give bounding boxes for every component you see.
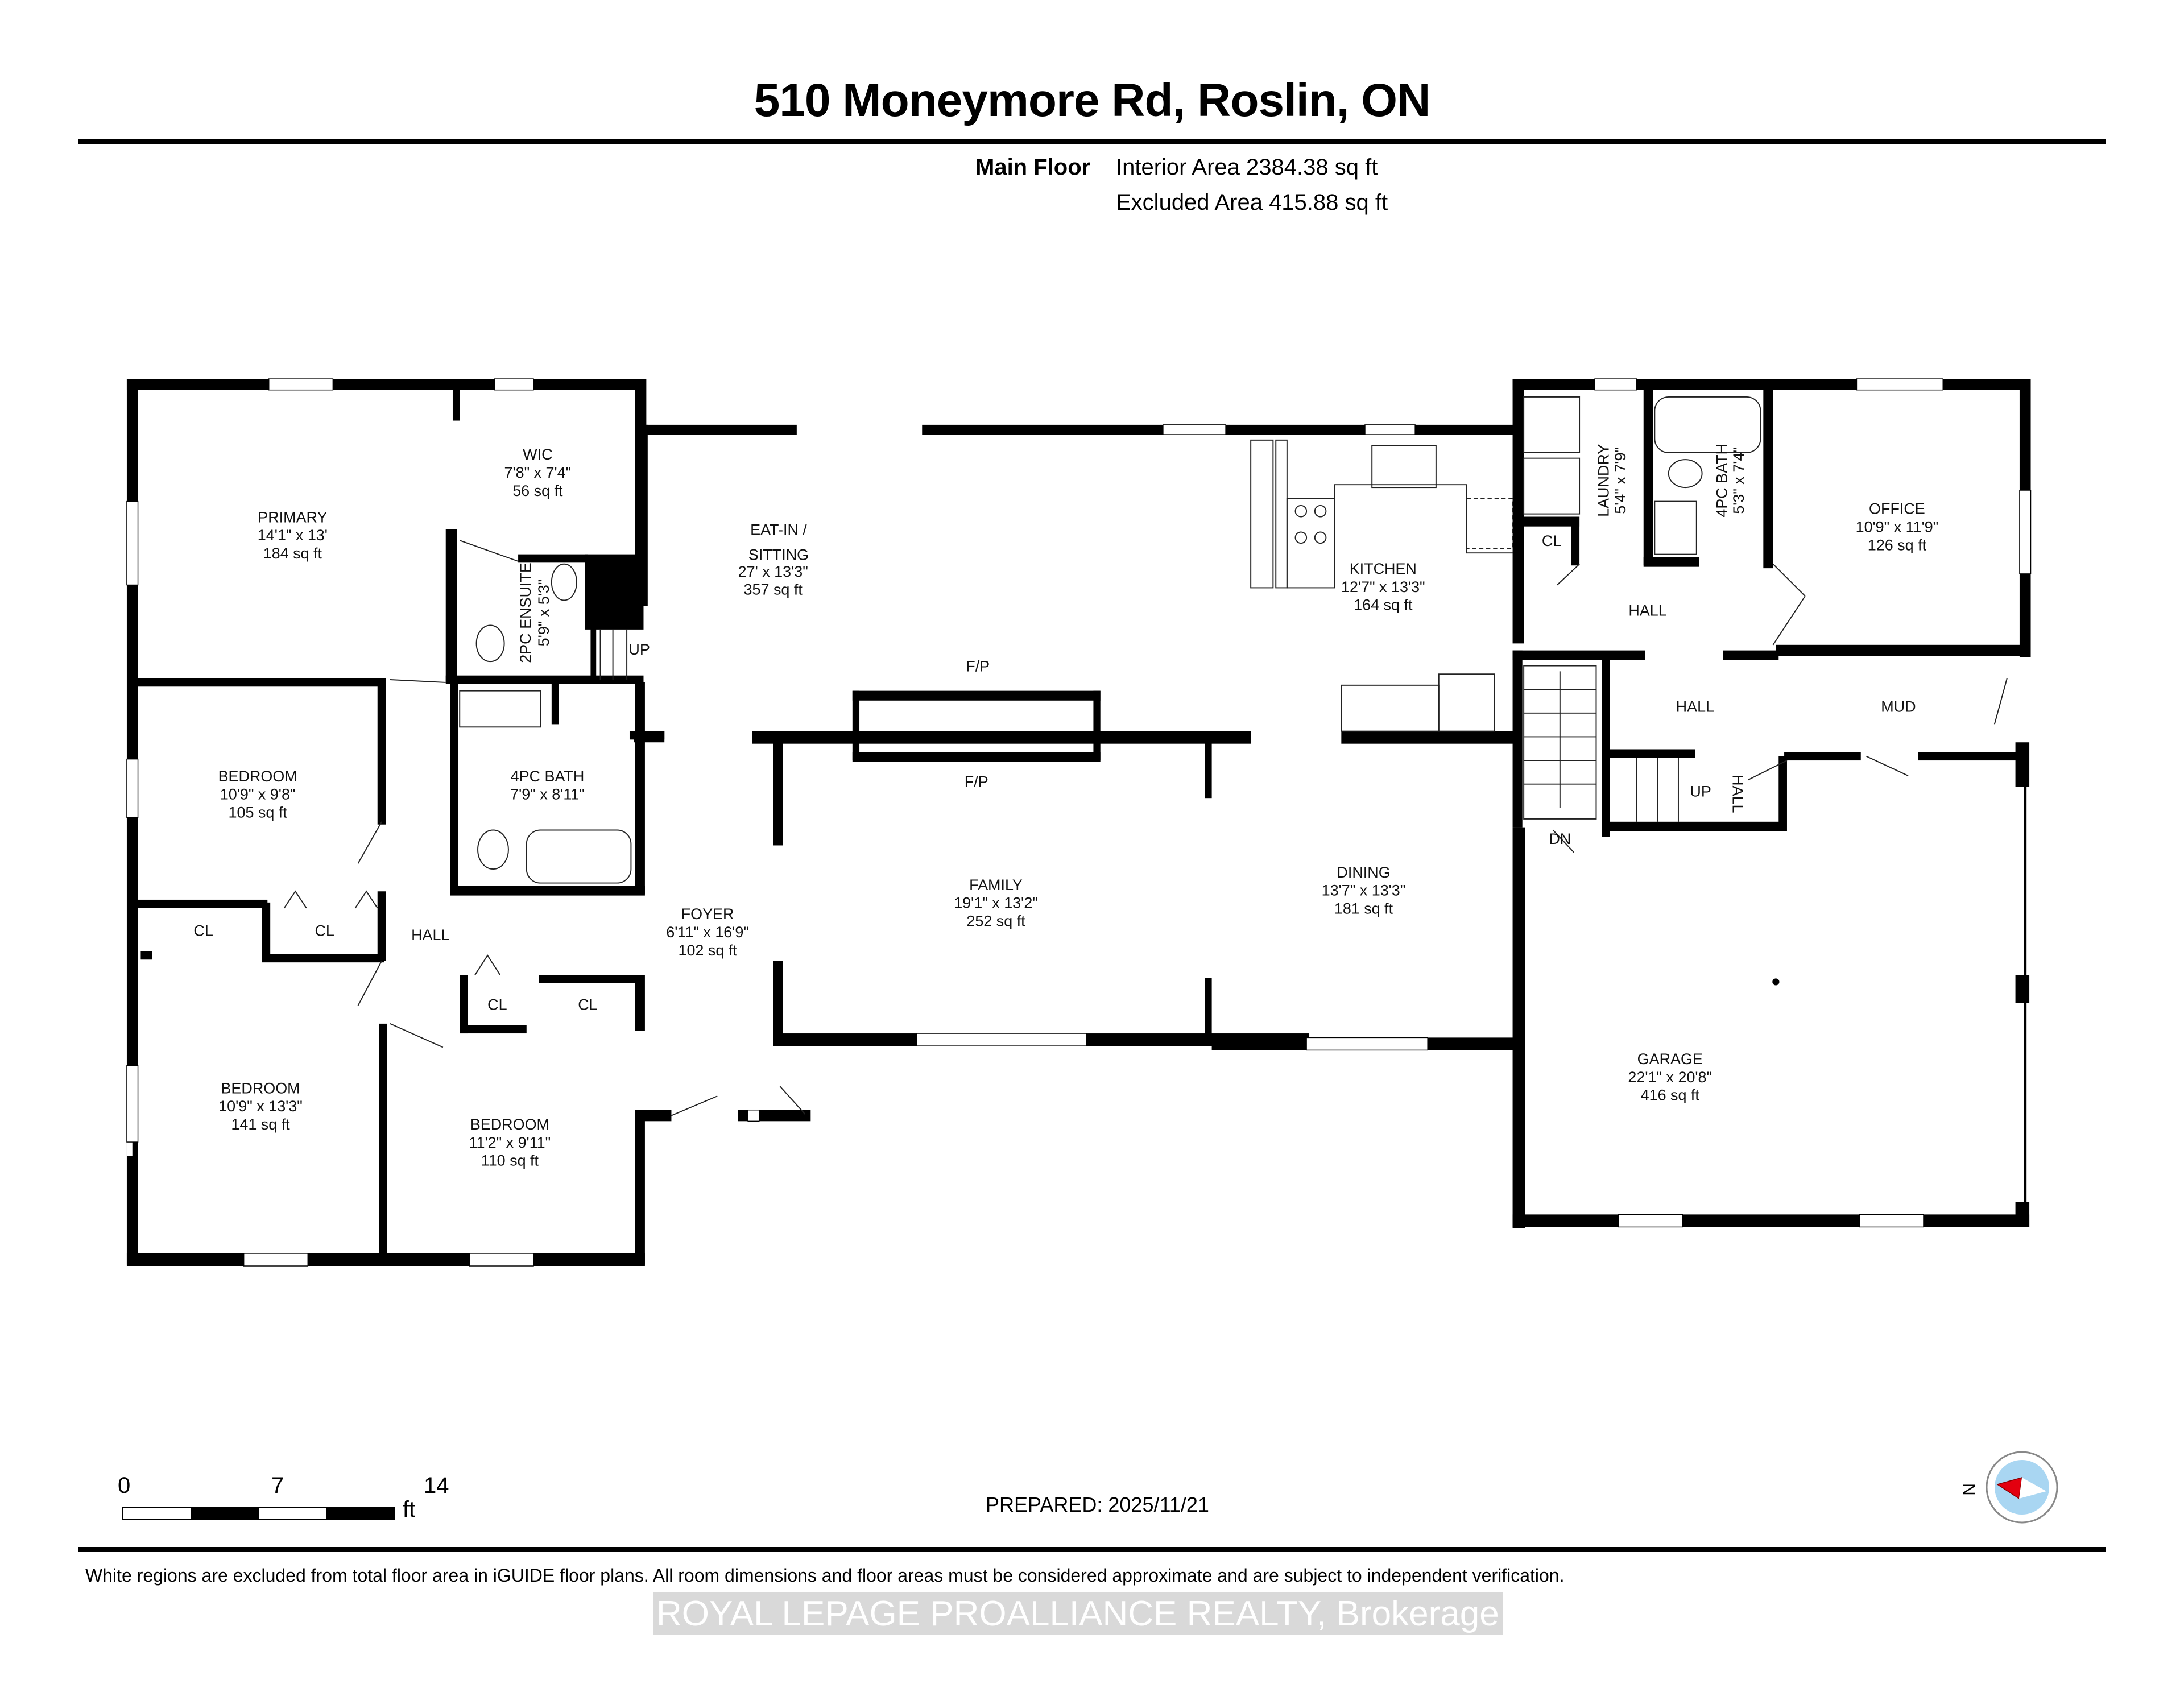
svg-text:141 sq ft: 141 sq ft (231, 1116, 290, 1133)
svg-text:56 sq ft: 56 sq ft (512, 482, 563, 499)
svg-text:110 sq ft: 110 sq ft (481, 1152, 539, 1169)
svg-text:CL: CL (578, 996, 597, 1013)
svg-text:OFFICE: OFFICE (1869, 500, 1925, 518)
svg-text:EAT-IN /: EAT-IN / (750, 521, 807, 538)
svg-text:FAMILY: FAMILY (969, 876, 1023, 893)
svg-text:CL: CL (193, 922, 213, 940)
scale-tick-7: 7 (271, 1473, 284, 1498)
svg-text:BEDROOM: BEDROOM (221, 1079, 300, 1097)
svg-text:7'9" x 8'11": 7'9" x 8'11" (510, 786, 585, 803)
svg-text:2PC ENSUITE: 2PC ENSUITE (517, 562, 534, 663)
svg-text:BEDROOM: BEDROOM (470, 1116, 549, 1133)
svg-text:HALL: HALL (411, 926, 449, 944)
svg-text:BEDROOM: BEDROOM (218, 768, 297, 785)
svg-text:126 sq ft: 126 sq ft (1868, 536, 1927, 553)
svg-text:DN: DN (1549, 830, 1571, 847)
scale-bar: 0 7 14 ft (118, 1473, 475, 1524)
page-title: 510 Moneymore Rd, Roslin, ON (754, 75, 1431, 126)
svg-text:164 sq ft: 164 sq ft (1354, 597, 1413, 614)
scale-bar-graphic (122, 1507, 395, 1520)
svg-text:416 sq ft: 416 sq ft (1641, 1087, 1700, 1104)
floor-name: Main Floor (975, 155, 1091, 180)
scale-unit: ft (403, 1497, 416, 1522)
svg-text:105 sq ft: 105 sq ft (229, 804, 288, 821)
interior-area: Interior Area 2384.38 sq ft (1116, 155, 1378, 180)
svg-text:5'3" x 7'4": 5'3" x 7'4" (1730, 447, 1747, 514)
svg-text:KITCHEN: KITCHEN (1350, 560, 1417, 577)
svg-text:14'1" x 13': 14'1" x 13' (258, 527, 328, 544)
svg-text:HALL: HALL (1729, 775, 1746, 813)
svg-text:102 sq ft: 102 sq ft (678, 942, 737, 959)
svg-text:UP: UP (1690, 783, 1711, 800)
svg-text:5'9" x 5'3": 5'9" x 5'3" (535, 580, 552, 647)
title-divider (78, 139, 2106, 144)
svg-text:WIC: WIC (523, 446, 552, 463)
svg-text:11'2" x 9'11": 11'2" x 9'11" (469, 1134, 551, 1151)
svg-text:4PC BATH: 4PC BATH (1714, 444, 1731, 518)
svg-text:CL: CL (487, 996, 507, 1013)
svg-text:27' x 13'3": 27' x 13'3" (738, 563, 808, 580)
disclaimer: White regions are excluded from total fl… (85, 1565, 1565, 1586)
svg-text:252 sq ft: 252 sq ft (966, 912, 1025, 929)
svg-text:PRIMARY: PRIMARY (258, 508, 327, 526)
garage-post (1772, 978, 1780, 986)
svg-text:184 sq ft: 184 sq ft (263, 545, 322, 562)
footer-divider (78, 1547, 2106, 1552)
svg-text:HALL: HALL (1628, 602, 1666, 619)
svg-text:5'4" x 7'9": 5'4" x 7'9" (1612, 447, 1629, 514)
scale-tick-14: 14 (424, 1473, 449, 1498)
svg-text:CL: CL (315, 922, 334, 940)
windows (126, 378, 2032, 1267)
compass-icon: N (1959, 1451, 2058, 1524)
svg-text:22'1" x 20'8": 22'1" x 20'8" (1628, 1069, 1712, 1086)
prepared-date: PREPARED: 2025/11/21 (986, 1493, 1209, 1516)
svg-text:FOYER: FOYER (681, 905, 734, 922)
svg-text:181 sq ft: 181 sq ft (1334, 900, 1393, 917)
svg-text:MUD: MUD (1881, 698, 1916, 715)
svg-text:357 sq ft: 357 sq ft (744, 581, 803, 598)
svg-text:6'11" x 16'9": 6'11" x 16'9" (666, 924, 749, 941)
svg-text:HALL: HALL (1676, 698, 1714, 715)
room-labels: PRIMARY 14'1" x 13' 184 sq ft WIC 7'8" x… (193, 444, 1938, 1169)
excluded-area: Excluded Area 415.88 sq ft (1116, 190, 1388, 215)
svg-text:LAUNDRY: LAUNDRY (1595, 444, 1612, 517)
svg-text:GARAGE: GARAGE (1637, 1050, 1703, 1068)
svg-text:10'9" x 11'9": 10'9" x 11'9" (1856, 518, 1939, 535)
svg-text:4PC BATH: 4PC BATH (511, 768, 585, 785)
svg-text:DINING: DINING (1337, 864, 1390, 881)
svg-text:10'9" x 13'3": 10'9" x 13'3" (218, 1098, 303, 1115)
compass-north-label: N (1959, 1483, 1978, 1496)
svg-text:13'7" x 13'3": 13'7" x 13'3" (1322, 882, 1406, 899)
svg-text:7'8" x 7'4": 7'8" x 7'4" (504, 464, 572, 481)
svg-text:SITTING: SITTING (748, 546, 809, 563)
svg-text:10'9" x 9'8": 10'9" x 9'8" (220, 786, 296, 803)
brokerage-watermark: ROYAL LEPAGE PROALLIANCE REALTY, Brokera… (653, 1592, 1503, 1635)
svg-text:12'7" x 13'3": 12'7" x 13'3" (1341, 578, 1425, 595)
fixtures (283, 396, 2008, 1116)
svg-text:F/P: F/P (966, 657, 990, 675)
svg-text:CL: CL (1542, 532, 1561, 549)
scale-tick-0: 0 (118, 1473, 131, 1498)
svg-text:F/P: F/P (965, 773, 988, 791)
svg-text:UP: UP (628, 641, 650, 658)
svg-text:19'1" x 13'2": 19'1" x 13'2" (954, 895, 1038, 912)
